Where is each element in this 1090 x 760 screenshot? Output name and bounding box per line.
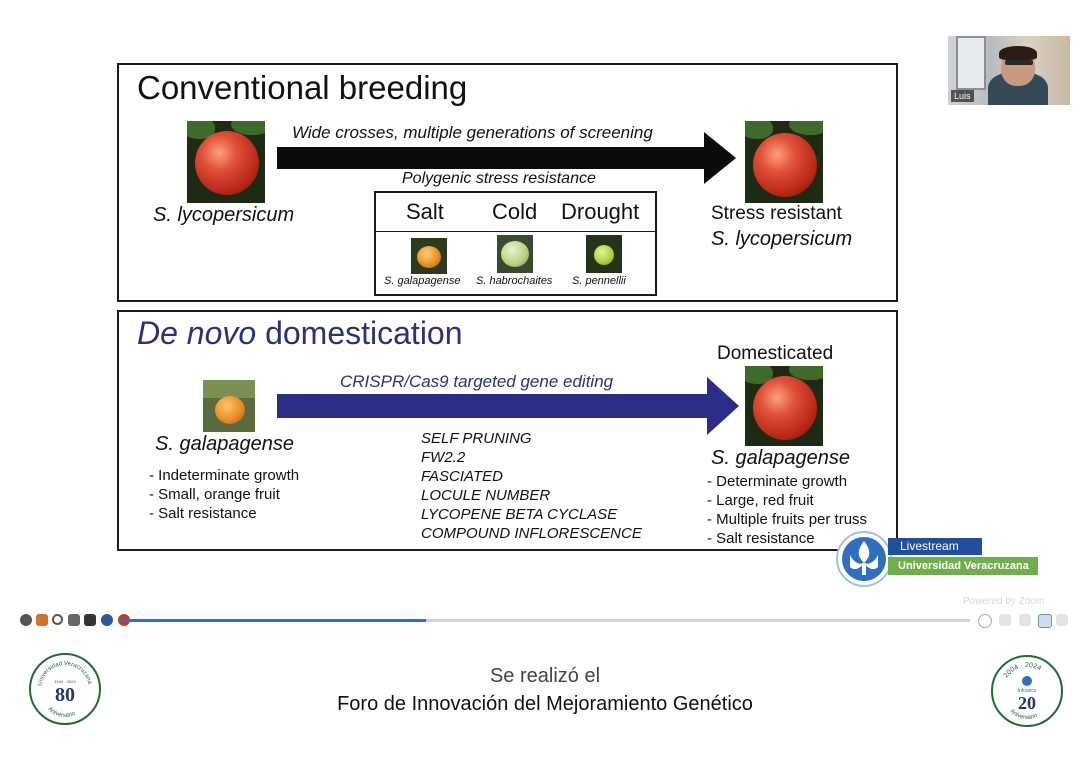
arrow-shaft [277, 394, 709, 418]
list-item: FW2.2 [421, 449, 466, 466]
panel-title-rest: domestication [256, 315, 463, 351]
arrow-shaft [277, 147, 705, 169]
uv-emblem-icon [836, 531, 892, 587]
list-item: SELF PRUNING [421, 430, 532, 447]
list-item: - Determinate growth [707, 473, 848, 490]
pip-icon[interactable] [1019, 614, 1031, 626]
arrow-label: CRISPR/Cas9 targeted gene editing [340, 372, 614, 391]
svg-text:2004 · 2024: 2004 · 2024 [1003, 662, 1043, 679]
camera-icon[interactable] [84, 614, 96, 626]
caption-line-2: Foro de Innovación del Mejoramiento Gené… [337, 693, 753, 715]
list-item: - Salt resistance [149, 505, 257, 522]
species-label: S. lycopersicum [153, 204, 295, 226]
list-item: LYCOPENE BETA CYCLASE [421, 506, 618, 523]
list-item: - Large, red fruit [707, 492, 814, 509]
species-label: S. galapagense [155, 433, 295, 455]
livestream-badge: Livestream [888, 538, 982, 555]
progress-track[interactable] [120, 619, 970, 622]
logo-brand: Infosecs [1018, 688, 1037, 694]
galapagense-fruit-image [411, 238, 447, 274]
domesticated-label: Domesticated [717, 343, 834, 364]
fullscreen-icon[interactable] [1038, 614, 1052, 628]
uv-80-aniversario-logo: Universidad Veracruzana Aniversario 1944… [29, 653, 101, 725]
list-item: COMPOUND INFLORESCENCE [421, 525, 642, 542]
panel-title: De novo domestication [137, 315, 463, 352]
search-icon[interactable] [52, 614, 63, 625]
list-item: FASCIATED [421, 468, 503, 485]
webcam-thumbnail[interactable]: Luis [948, 36, 1070, 105]
trait-list: - Determinate growth - Large, red fruit … [707, 472, 867, 548]
list-item: LOCULE NUMBER [421, 487, 551, 504]
globe-icon[interactable] [101, 614, 113, 626]
participant-name: Luis [951, 90, 974, 102]
result-species-label: S. lycopersicum [711, 228, 853, 250]
de-novo-domestication-panel: De novo domestication S. galapagense - I… [117, 310, 898, 551]
table-species-galapagense: S. galapagense [384, 275, 461, 287]
chat-icon[interactable] [999, 614, 1011, 626]
gene-list: SELF PRUNING FW2.2 FASCIATED LOCULE NUMB… [421, 429, 642, 543]
svg-text:Aniversario: Aniversario [47, 706, 77, 719]
caption-line-1: Se realizó el [489, 665, 601, 687]
logo-number: 80 [55, 684, 75, 706]
logo-years: 1944 · 2024 [54, 679, 76, 684]
species-label: S. galapagense [711, 447, 851, 469]
power-icon[interactable] [20, 614, 32, 626]
table-divider [376, 231, 655, 232]
tomato-image [745, 366, 823, 446]
table-header-salt: Salt [406, 199, 444, 224]
table-species-pennellii: S. pennellii [572, 275, 626, 287]
list-item: - Multiple fruits per truss [707, 511, 868, 528]
conventional-breeding-panel: Conventional breeding S. lycopersicum Wi… [117, 63, 898, 302]
logo-years: 2004 · 2024 [1003, 662, 1043, 679]
arrow-head-icon [707, 377, 739, 435]
table-header-drought: Drought [561, 199, 640, 224]
powered-by-label: Powered by Zoom [963, 596, 1045, 607]
university-banner: Universidad Veracruzana [888, 557, 1038, 575]
tomato-image [187, 121, 265, 203]
trait-list: - Indeterminate growth - Small, orange f… [149, 466, 299, 523]
image-icon[interactable] [68, 614, 80, 626]
stress-table: Salt Cold Drought S. galapagense S. habr… [374, 191, 657, 296]
infosecs-20-aniversario-logo: 2004 · 2024 Aniversario Infosecs 20 [991, 655, 1063, 727]
list-item: - Indeterminate growth [149, 467, 300, 484]
panel-title: Conventional breeding [137, 69, 468, 106]
habrochaites-fruit-image [497, 235, 533, 273]
logo-number: 20 [1018, 693, 1036, 713]
result-label: Stress resistant [711, 203, 842, 224]
list-item: - Small, orange fruit [149, 486, 280, 503]
panel-title-italic: De novo [137, 315, 257, 351]
galapagense-plant-image [203, 380, 255, 432]
table-species-habrochaites: S. habrochaites [476, 275, 553, 287]
settings-icon[interactable] [978, 614, 992, 628]
list-item: - Salt resistance [707, 530, 815, 547]
arrow-label: Wide crosses, multiple generations of sc… [292, 123, 653, 142]
pennellii-fruit-image [586, 235, 622, 273]
volume-icon[interactable] [1056, 614, 1068, 626]
annotate-icon[interactable] [36, 614, 48, 626]
progress-fill [120, 619, 426, 622]
logo-sub-text: Aniversario [47, 706, 77, 719]
polygenic-label: Polygenic stress resistance [402, 170, 596, 187]
tomato-image [745, 121, 823, 203]
table-header-cold: Cold [492, 199, 538, 224]
arrow-head-icon [704, 132, 736, 184]
